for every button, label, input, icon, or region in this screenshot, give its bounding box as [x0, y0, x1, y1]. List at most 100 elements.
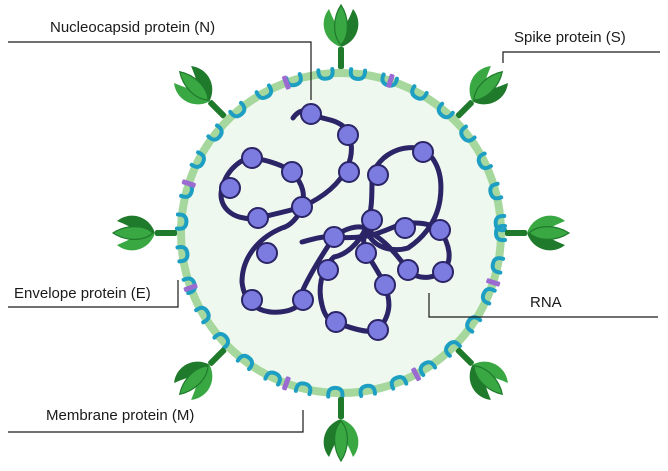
nucleocapsid-bead: [323, 226, 345, 248]
spike-center-lobe: [334, 420, 348, 463]
membrane-protein: [194, 305, 211, 325]
spike-stalk: [338, 397, 344, 419]
spike-stalk: [208, 100, 227, 119]
envelope-protein: [386, 73, 395, 88]
membrane-protein-shape: [316, 67, 335, 81]
membrane-protein: [175, 245, 190, 264]
membrane-protein-shape: [480, 286, 497, 306]
membrane-protein-shape: [488, 181, 504, 201]
membrane-protein: [490, 256, 506, 275]
membrane-protein-shape: [175, 245, 190, 264]
membrane-protein-shape: [228, 100, 247, 119]
membrane-protein: [228, 100, 247, 119]
leader-spike: [502, 51, 660, 63]
membrane-protein: [493, 223, 507, 243]
membrane-protein-shape: [389, 375, 409, 391]
envelope-protein-shape: [183, 283, 198, 293]
spike-stalk: [208, 347, 227, 366]
spike-protein: [323, 3, 359, 69]
membrane-protein: [389, 375, 409, 391]
envelope-protein: [281, 75, 291, 90]
nucleocapsid-bead: [361, 209, 383, 231]
envelope-protein-shape: [411, 367, 422, 382]
spike-center-lobe: [178, 365, 209, 396]
label-membrane-protein: Membrane protein (M): [46, 407, 194, 424]
membrane-protein: [206, 123, 224, 142]
envelope-protein: [411, 367, 422, 382]
membrane-protein-shape: [490, 256, 506, 275]
envelope-protein: [183, 283, 198, 293]
envelope-protein-shape: [181, 179, 196, 188]
spike-proteins: [111, 3, 571, 463]
nucleocapsid-bead: [300, 103, 322, 125]
nucleocapsid-bead: [367, 319, 389, 341]
spike-protein: [455, 66, 508, 119]
spike-stalk: [155, 230, 177, 236]
nucleocapsid-bead: [256, 242, 278, 264]
membrane-protein: [212, 331, 231, 350]
nucleocapsid-bead: [317, 259, 339, 281]
spike-center-lobe: [178, 70, 209, 101]
membrane-protein: [488, 181, 504, 201]
membrane-protein-shape: [358, 383, 377, 398]
membrane-protein: [418, 360, 438, 378]
membrane-protein: [358, 383, 377, 398]
envelope-protein: [181, 179, 196, 188]
leader-envelope: [8, 280, 179, 308]
envelope-protein: [486, 278, 501, 287]
membrane-protein-shape: [181, 276, 198, 296]
membrane-protein-shape: [194, 305, 211, 325]
membrane-protein: [263, 370, 282, 387]
leader-lines: [8, 41, 660, 433]
spike-center-lobe: [528, 226, 571, 240]
spike-center-lobe: [473, 365, 504, 396]
membrane-proteins: [174, 67, 508, 400]
spike-protein: [505, 215, 571, 251]
spike-center-lobe: [334, 3, 348, 46]
membrane-protein: [326, 385, 345, 400]
spike-protein: [111, 215, 177, 251]
membrane-protein-shape: [410, 84, 429, 101]
label-spike-protein: Spike protein (S): [514, 29, 626, 46]
spike-stalk: [455, 347, 474, 366]
rna-genome: [218, 103, 454, 341]
membrane-protein: [444, 340, 462, 358]
membrane-protein: [235, 353, 255, 371]
nucleocapsid-bead: [337, 124, 359, 146]
nucleocapsid-bead: [241, 147, 263, 169]
nucleocapsid-bead: [429, 219, 451, 241]
nucleocapsid-bead: [247, 207, 269, 229]
membrane-protein: [465, 315, 483, 334]
nucleocapsid-bead: [292, 289, 314, 311]
nucleocapsid-bead: [338, 161, 360, 183]
membrane-protein-shape: [459, 124, 477, 143]
spike-center-lobe: [473, 70, 504, 101]
membrane-protein-shape: [493, 213, 508, 233]
membrane-protein-shape: [254, 83, 274, 100]
labels: Nucleocapsid protein (N) Spike protein (…: [14, 19, 626, 424]
envelope-protein-shape: [281, 75, 291, 90]
spike-protein: [455, 347, 508, 400]
membrane-protein-shape: [493, 223, 507, 243]
envelope-protein: [281, 376, 291, 391]
membrane-protein: [174, 212, 189, 231]
membrane-protein: [189, 150, 206, 169]
membrane-protein-shape: [348, 67, 368, 81]
spike-protein: [174, 66, 227, 119]
nucleocapsid-bead: [219, 177, 241, 199]
spike-protein: [174, 347, 227, 400]
label-rna: RNA: [530, 294, 562, 311]
leader-membrane: [8, 410, 304, 433]
membrane-protein-shape: [465, 315, 483, 334]
envelope-proteins: [181, 73, 501, 391]
membrane-protein-shape: [206, 123, 224, 142]
membrane-protein-shape: [189, 150, 206, 169]
membrane-protein-shape: [326, 385, 345, 400]
membrane-protein: [493, 213, 508, 233]
membrane-protein: [459, 124, 477, 143]
nucleocapsid-bead: [291, 196, 313, 218]
envelope-protein-shape: [486, 278, 501, 287]
membrane-protein-shape: [174, 212, 189, 231]
spike-stalk: [505, 230, 527, 236]
